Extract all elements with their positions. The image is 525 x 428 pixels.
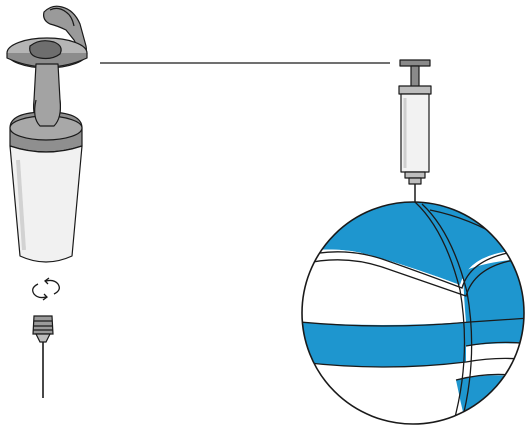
adapter-body	[9, 145, 83, 263]
pump-barrel-cap	[398, 85, 432, 95]
ball-panel-middle	[302, 322, 466, 367]
syringe-pump-icon	[398, 59, 432, 203]
ball-seam-middle	[302, 317, 524, 327]
flip-cap-icon	[6, 5, 88, 69]
basketball-icon	[301, 201, 525, 425]
rotate-arrows-icon	[32, 277, 60, 301]
nozzle-adapter-icon	[9, 63, 83, 263]
needle-threads	[32, 315, 54, 335]
ball-panel-top	[302, 202, 524, 300]
ball-seam-upper	[302, 249, 524, 289]
pump-end-cap	[404, 171, 426, 179]
cap-hole	[29, 40, 62, 60]
needle-icon	[32, 315, 54, 398]
cap-lid-ring	[49, 7, 75, 27]
pump-rod	[410, 65, 420, 89]
pump-nozzle	[408, 177, 422, 185]
pump-handle	[399, 59, 431, 67]
ball-outline	[301, 201, 525, 425]
ball-seam-vertical	[414, 202, 466, 424]
needle-base	[35, 333, 51, 343]
